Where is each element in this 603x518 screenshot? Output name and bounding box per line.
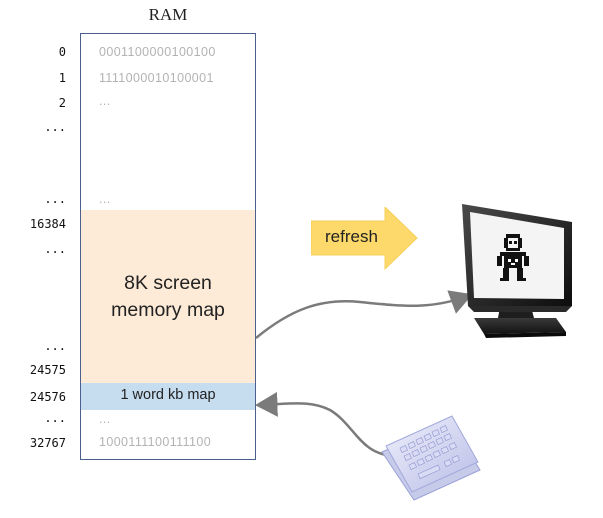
ram-title: RAM: [148, 5, 188, 24]
refresh-arrow-icon: [311, 207, 418, 271]
address-label: ...: [44, 242, 66, 256]
ram-word: 0001100000100100: [99, 45, 216, 59]
screen-memory-map-label: 8K screen memory map: [81, 270, 255, 324]
address-label: 24576: [29, 390, 66, 404]
ram-word: 1111000010100001: [99, 71, 214, 85]
screen-memory-map-label-line: 8K screen: [124, 272, 212, 294]
screen-memory-map-region: [81, 210, 255, 383]
ram-word: ...: [99, 412, 111, 426]
pixel-character-icon: [497, 234, 529, 281]
address-label: 2: [58, 96, 66, 110]
address-label: 1: [58, 71, 66, 85]
screen-memory-map-label-line: memory map: [111, 299, 225, 321]
address-label: ...: [44, 411, 66, 425]
keyboard-map-region: [81, 383, 255, 410]
address-label: 16384: [29, 217, 66, 231]
refresh-label: refresh: [325, 227, 378, 246]
ram-block: 0001100000100100 1111000010100001 ... ..…: [80, 33, 256, 460]
ram-word: ...: [99, 94, 111, 108]
address-label: ...: [44, 192, 66, 206]
ram-word: ...: [99, 192, 111, 206]
address-label: 32767: [29, 436, 66, 450]
address-label: 0: [58, 45, 66, 59]
ram-word: 1000111100111100: [99, 435, 212, 449]
address-label: 24575: [29, 363, 66, 377]
keyboard-map-label: 1 word kb map: [120, 387, 216, 403]
address-label: ...: [44, 339, 66, 353]
address-label: ...: [44, 120, 66, 134]
